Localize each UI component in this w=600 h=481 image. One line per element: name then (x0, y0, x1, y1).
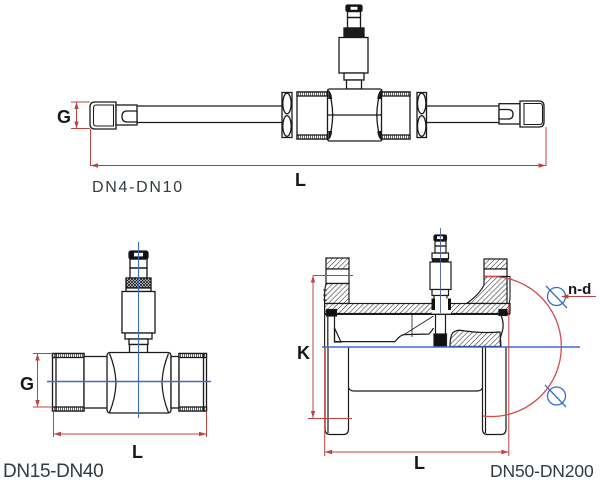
svg-text:L: L (295, 170, 306, 190)
svg-text:n-d: n-d (568, 281, 591, 298)
svg-text:L: L (132, 442, 143, 462)
svg-text:L: L (414, 453, 425, 473)
svg-text:G: G (57, 107, 71, 127)
svg-text:G: G (20, 374, 34, 394)
svg-text:DN4-DN10: DN4-DN10 (92, 179, 184, 196)
svg-text:DN50-DN200: DN50-DN200 (490, 461, 594, 481)
svg-text:K: K (297, 343, 310, 363)
svg-text:DN15-DN40: DN15-DN40 (3, 461, 103, 481)
